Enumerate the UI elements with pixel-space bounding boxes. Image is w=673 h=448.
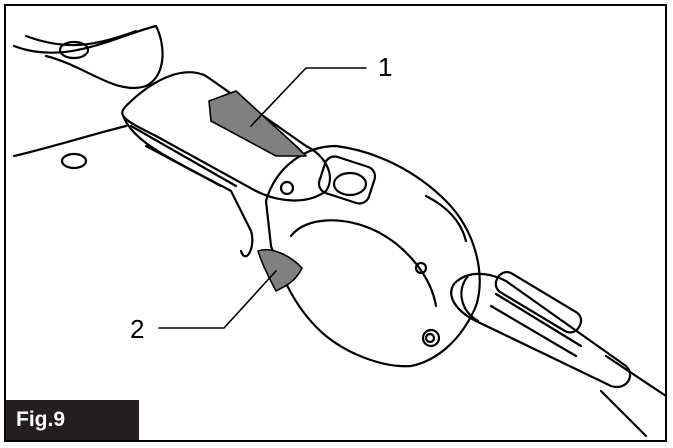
screw-2 xyxy=(421,328,441,348)
shaft-top xyxy=(604,354,665,397)
grip-groove xyxy=(129,124,238,188)
leader-line-2 xyxy=(158,270,277,329)
switch-housing-edge xyxy=(424,194,468,243)
front-grip-recess xyxy=(494,270,583,334)
rear-housing-contour xyxy=(24,29,138,47)
shaft-bottom xyxy=(599,389,648,438)
grip-body-underside xyxy=(122,116,254,258)
callout-2: 2 xyxy=(130,314,145,344)
lock-button xyxy=(317,155,377,205)
rear-housing-lower xyxy=(12,124,128,158)
leader-line-1 xyxy=(250,67,367,127)
screw-1 xyxy=(414,261,428,275)
figure-frame: 1 2 Fig.9 xyxy=(4,4,667,442)
grip-groove-2 xyxy=(144,144,223,188)
handle-illustration xyxy=(12,24,665,438)
switch-trigger xyxy=(257,249,303,292)
switch-housing xyxy=(264,144,481,368)
front-grip xyxy=(450,272,632,389)
lock-button-face xyxy=(332,171,368,197)
rear-housing xyxy=(12,24,164,89)
front-grip-ring xyxy=(460,274,480,323)
front-grip-slot-1 xyxy=(494,292,583,348)
grip-body-outline xyxy=(121,71,332,202)
figure-label: Fig.9 xyxy=(6,400,139,440)
rear-boss-lower xyxy=(60,152,88,170)
lock-off-lever xyxy=(208,90,307,157)
screw-3 xyxy=(424,332,436,344)
front-grip-slot-2 xyxy=(489,304,578,358)
callout-1: 1 xyxy=(378,52,393,82)
rear-boss xyxy=(58,40,90,60)
switch-housing-ridge xyxy=(289,219,438,308)
screw-4 xyxy=(279,180,295,196)
